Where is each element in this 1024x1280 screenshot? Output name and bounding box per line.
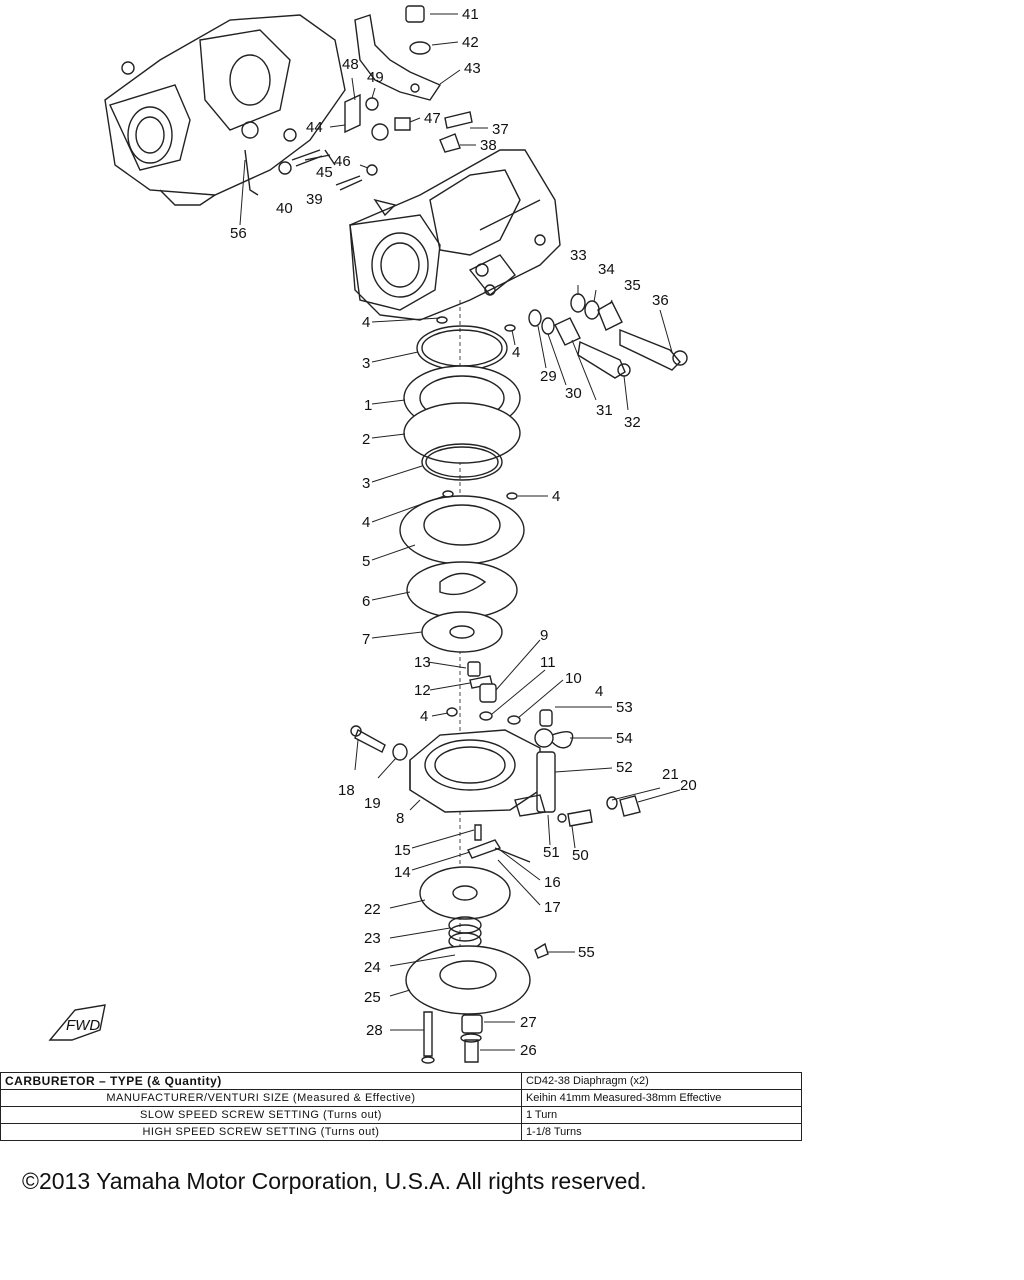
callout-18: 18 [338, 782, 355, 799]
callout-44: 44 [306, 119, 323, 136]
callout-32: 32 [624, 414, 641, 431]
callout-10: 10 [565, 670, 582, 687]
callout-8: 8 [396, 810, 404, 827]
callout-52: 52 [616, 759, 633, 776]
callout-38: 38 [480, 137, 497, 154]
callout-36: 36 [652, 292, 669, 309]
callout-20: 20 [680, 777, 697, 794]
callout-37: 37 [492, 121, 509, 138]
callout-2: 2 [362, 431, 370, 448]
callout-53: 53 [616, 699, 633, 716]
adjusting-screws [528, 293, 688, 379]
diaphragm-stack [399, 300, 525, 1000]
callout-12: 12 [414, 682, 431, 699]
callout-55: 55 [578, 944, 595, 961]
callout-4d: 4 [362, 514, 370, 531]
callout-6: 6 [362, 593, 370, 610]
spec-row: SLOW SPEED SCREW SETTING (Turns out) 1 T… [0, 1106, 803, 1124]
callout-56: 56 [230, 225, 247, 242]
callout-23: 23 [364, 930, 381, 947]
callout-17: 17 [544, 899, 561, 916]
callout-33: 33 [570, 247, 587, 264]
leader-lines [239, 13, 681, 1051]
callout-5: 5 [362, 553, 370, 570]
lower-assembly [405, 824, 549, 1064]
callout-51: 51 [543, 844, 560, 861]
callout-13: 13 [414, 654, 431, 671]
callout-4: 4 [362, 314, 370, 331]
spec-value: 1-1/8 Turns [520, 1123, 803, 1141]
callout-24: 24 [364, 959, 381, 976]
spec-value: Keihin 41mm Measured-38mm Effective [520, 1089, 803, 1107]
callout-40: 40 [276, 200, 293, 217]
callout-9: 9 [540, 627, 548, 644]
callout-42: 42 [462, 34, 479, 51]
callout-45: 45 [316, 164, 333, 181]
callout-43: 43 [464, 60, 481, 77]
callout-48: 48 [342, 56, 359, 73]
callout-4e: 4 [420, 708, 428, 725]
callout-21: 21 [662, 766, 679, 783]
pump-body [350, 661, 641, 827]
spec-value: 1 Turn [520, 1106, 803, 1124]
callout-54: 54 [616, 730, 633, 747]
callout-4c: 4 [552, 488, 560, 505]
callout-27: 27 [520, 1014, 537, 1031]
throttle-bracket [278, 5, 473, 191]
callout-3b: 3 [362, 475, 370, 492]
spec-row: MANUFACTURER/VENTURI SIZE (Measured & Ef… [0, 1089, 803, 1107]
spec-label: HIGH SPEED SCREW SETTING (Turns out) [0, 1123, 522, 1141]
callout-29: 29 [540, 368, 557, 385]
callout-4b: 4 [512, 344, 520, 361]
callout-28: 28 [366, 1022, 383, 1039]
spec-label: SLOW SPEED SCREW SETTING (Turns out) [0, 1106, 522, 1124]
callout-3: 3 [362, 355, 370, 372]
callout-25: 25 [364, 989, 381, 1006]
callout-1: 1 [364, 397, 372, 414]
spec-label: MANUFACTURER/VENTURI SIZE (Measured & Ef… [0, 1089, 522, 1107]
carburetor-body-left [104, 14, 346, 206]
callout-22: 22 [364, 901, 381, 918]
copyright-notice: ©2013 Yamaha Motor Corporation, U.S.A. A… [22, 1168, 647, 1194]
fwd-label: FWD [66, 1017, 100, 1034]
callout-14: 14 [394, 864, 411, 881]
callout-47: 47 [424, 110, 441, 127]
callout-31: 31 [596, 402, 613, 419]
spec-row: HIGH SPEED SCREW SETTING (Turns out) 1-1… [0, 1123, 803, 1141]
carburetor-exploded-diagram: FWD [48, 5, 697, 1064]
carburetor-body-right [349, 149, 561, 321]
callout-4f: 4 [595, 683, 603, 700]
callout-30: 30 [565, 385, 582, 402]
callout-19: 19 [364, 795, 381, 812]
callout-46: 46 [334, 153, 351, 170]
callout-11: 11 [540, 654, 556, 671]
callout-49: 49 [367, 69, 384, 86]
fwd-arrow-icon: FWD [48, 1004, 106, 1041]
callout-41: 41 [462, 6, 479, 23]
spec-row: CARBURETOR – TYPE (& Quantity) CD42-38 D… [0, 1072, 803, 1090]
spec-label: CARBURETOR – TYPE (& Quantity) [0, 1072, 522, 1090]
callouts: 1 2 3 3 4 4 4 4 4 4 5 6 7 8 9 10 11 12 1… [230, 6, 697, 1059]
callout-50: 50 [572, 847, 589, 864]
callout-7: 7 [362, 631, 370, 648]
carburetor-spec-table: CARBURETOR – TYPE (& Quantity) CD42-38 D… [0, 1072, 803, 1141]
callout-35: 35 [624, 277, 641, 294]
callout-39: 39 [306, 191, 323, 208]
callout-15: 15 [394, 842, 411, 859]
callout-34: 34 [598, 261, 615, 278]
spec-value: CD42-38 Diaphragm (x2) [520, 1072, 803, 1090]
callout-26: 26 [520, 1042, 537, 1059]
callout-16: 16 [544, 874, 561, 891]
